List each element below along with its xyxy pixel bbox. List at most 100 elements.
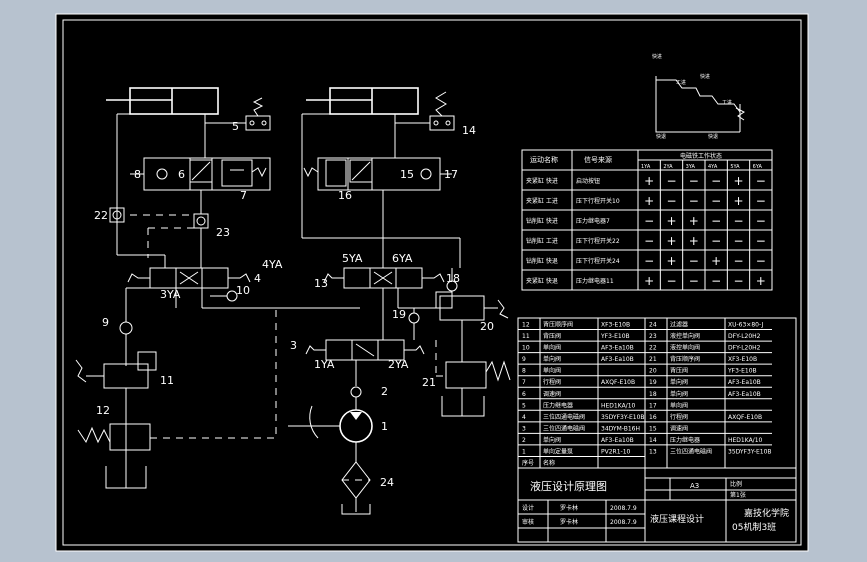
component-label-5: 5	[232, 120, 239, 133]
course-name: 液压课程设计	[650, 513, 704, 525]
design-date: 2008.7.9	[610, 505, 637, 512]
part-model: DFY-L20H2	[728, 345, 761, 352]
component-label-7: 7	[240, 189, 247, 202]
work-cycle-diagram: 快进 工进 快进 工进 快退 快退	[652, 53, 745, 140]
sequence-valve-21	[445, 361, 487, 389]
design-name: 罗卡林	[560, 504, 578, 512]
sol-row-action: 夹紧缸 快退	[526, 277, 558, 285]
component-label-6: 6	[178, 168, 185, 181]
part-model: XF3-E10B	[728, 356, 757, 363]
sol-header-group: 电磁铁工作状态	[680, 152, 722, 160]
cycle-label-3: 工进	[722, 99, 732, 106]
part-model: DFY-L20H2	[728, 333, 761, 340]
part-no: 8	[522, 368, 526, 375]
school-name: 嘉技化学院	[744, 507, 789, 519]
part-no: 20	[649, 368, 657, 375]
pump-station	[288, 339, 425, 515]
sol-state-cell: +	[666, 214, 676, 228]
part-name: 单向阀	[543, 367, 561, 375]
solenoid-labels: 1YA 2YA 3YA 4YA 5YA 6YA	[160, 252, 413, 371]
part-name: 背压顺序阀	[543, 321, 573, 329]
part-no: 9	[522, 356, 526, 363]
component-label-17: 17	[444, 168, 458, 181]
part-name: 单向阀	[670, 401, 688, 409]
part-model: HED1KA/10	[601, 402, 636, 409]
part-name: 压力继电器	[543, 401, 573, 409]
pilot-check-valve-22	[109, 207, 125, 223]
part-name: 三位四通电磁阀	[543, 424, 585, 432]
part-name: 行程阀	[670, 413, 688, 421]
cycle-label-5: 快退	[708, 133, 718, 140]
component-label-24: 24	[380, 476, 394, 489]
sol-state-cell: +	[666, 254, 676, 268]
sol-state-cell: −	[711, 214, 721, 228]
sol-state-cell: −	[689, 254, 699, 268]
sol-col-header: 6YA	[753, 164, 763, 170]
part-model: AXQF-E10B	[728, 414, 762, 421]
component-label-2: 2	[381, 385, 388, 398]
sol-state-cell: −	[756, 234, 766, 248]
sol-row-signal: 压下行程开关24	[576, 257, 620, 265]
solenoid-label-5ya: 5YA	[342, 252, 363, 265]
cycle-label-0: 快进	[652, 53, 662, 60]
component-label-11: 11	[160, 374, 174, 387]
title-block: 液压设计原理图 设计 罗卡林 2008.7.9 审核 罗卡林 2008.7.9 …	[517, 467, 797, 543]
sol-row-action: 钻削缸 快退	[526, 257, 558, 265]
part-name: 单向定量泵	[543, 447, 573, 455]
sol-state-cell: −	[733, 234, 743, 248]
sol-state-cell: −	[711, 194, 721, 208]
sol-state-cell: −	[733, 214, 743, 228]
sheet-label: 第1张	[730, 491, 746, 499]
sol-col-header: 1YA	[641, 164, 651, 170]
sol-state-cell: +	[689, 234, 699, 248]
component-label-9: 9	[102, 316, 109, 329]
part-model: HED1KA/10	[728, 437, 763, 444]
part-name: 行程阀	[543, 378, 561, 386]
sol-col-header: 3YA	[686, 164, 696, 170]
part-model: 35DYF3Y-E10B	[601, 414, 645, 421]
sol-header-action: 运动名称	[530, 155, 558, 164]
drawing-title: 液压设计原理图	[530, 479, 607, 493]
part-name: 单向阀	[543, 355, 561, 363]
component-label-3: 3	[290, 339, 297, 352]
part-no: 5	[522, 402, 526, 409]
part-no: 22	[649, 345, 657, 352]
component-label-15: 15	[400, 168, 414, 181]
sol-state-cell: −	[644, 214, 654, 228]
cycle-label-1: 工进	[676, 79, 686, 86]
solenoid-label-3ya: 3YA	[160, 288, 181, 301]
part-no: 13	[649, 448, 657, 455]
sol-row-action: 钻削缸 快进	[526, 217, 558, 225]
clamp-cylinder-circuit	[75, 87, 360, 489]
sol-state-cell: +	[666, 234, 676, 248]
part-no: 10	[522, 345, 530, 352]
sol-col-header: 2YA	[663, 164, 673, 170]
sol-state-cell: −	[756, 214, 766, 228]
sol-state-cell: −	[756, 254, 766, 268]
sol-state-cell: −	[644, 234, 654, 248]
part-name: 单向阀	[543, 436, 561, 444]
sol-state-cell: +	[756, 274, 766, 288]
sol-state-cell: +	[644, 174, 654, 188]
part-name: 单向阀	[543, 344, 561, 352]
solenoid-label-6ya: 6YA	[392, 252, 413, 265]
part-no: 15	[649, 425, 657, 432]
sol-state-cell: −	[689, 174, 699, 188]
cycle-label-2: 快进	[700, 73, 710, 80]
part-no: 14	[649, 437, 657, 444]
part-model: 34DYM-B16H	[601, 425, 640, 432]
part-no: 3	[522, 425, 526, 432]
sol-row-signal: 启动按钮	[576, 177, 600, 185]
sol-state-cell: −	[733, 274, 743, 288]
component-label-18: 18	[446, 272, 460, 285]
sol-state-cell: +	[711, 254, 721, 268]
solenoid-label-1ya: 1YA	[314, 358, 335, 371]
part-no: 17	[649, 402, 657, 409]
component-label-1: 1	[381, 420, 388, 433]
sol-state-cell: −	[733, 254, 743, 268]
part-no: 12	[522, 322, 530, 329]
part-model: AF3-Ea10B	[601, 356, 634, 363]
sol-state-cell: +	[733, 194, 743, 208]
sol-col-header: 4YA	[708, 164, 718, 170]
sol-state-cell: +	[733, 174, 743, 188]
